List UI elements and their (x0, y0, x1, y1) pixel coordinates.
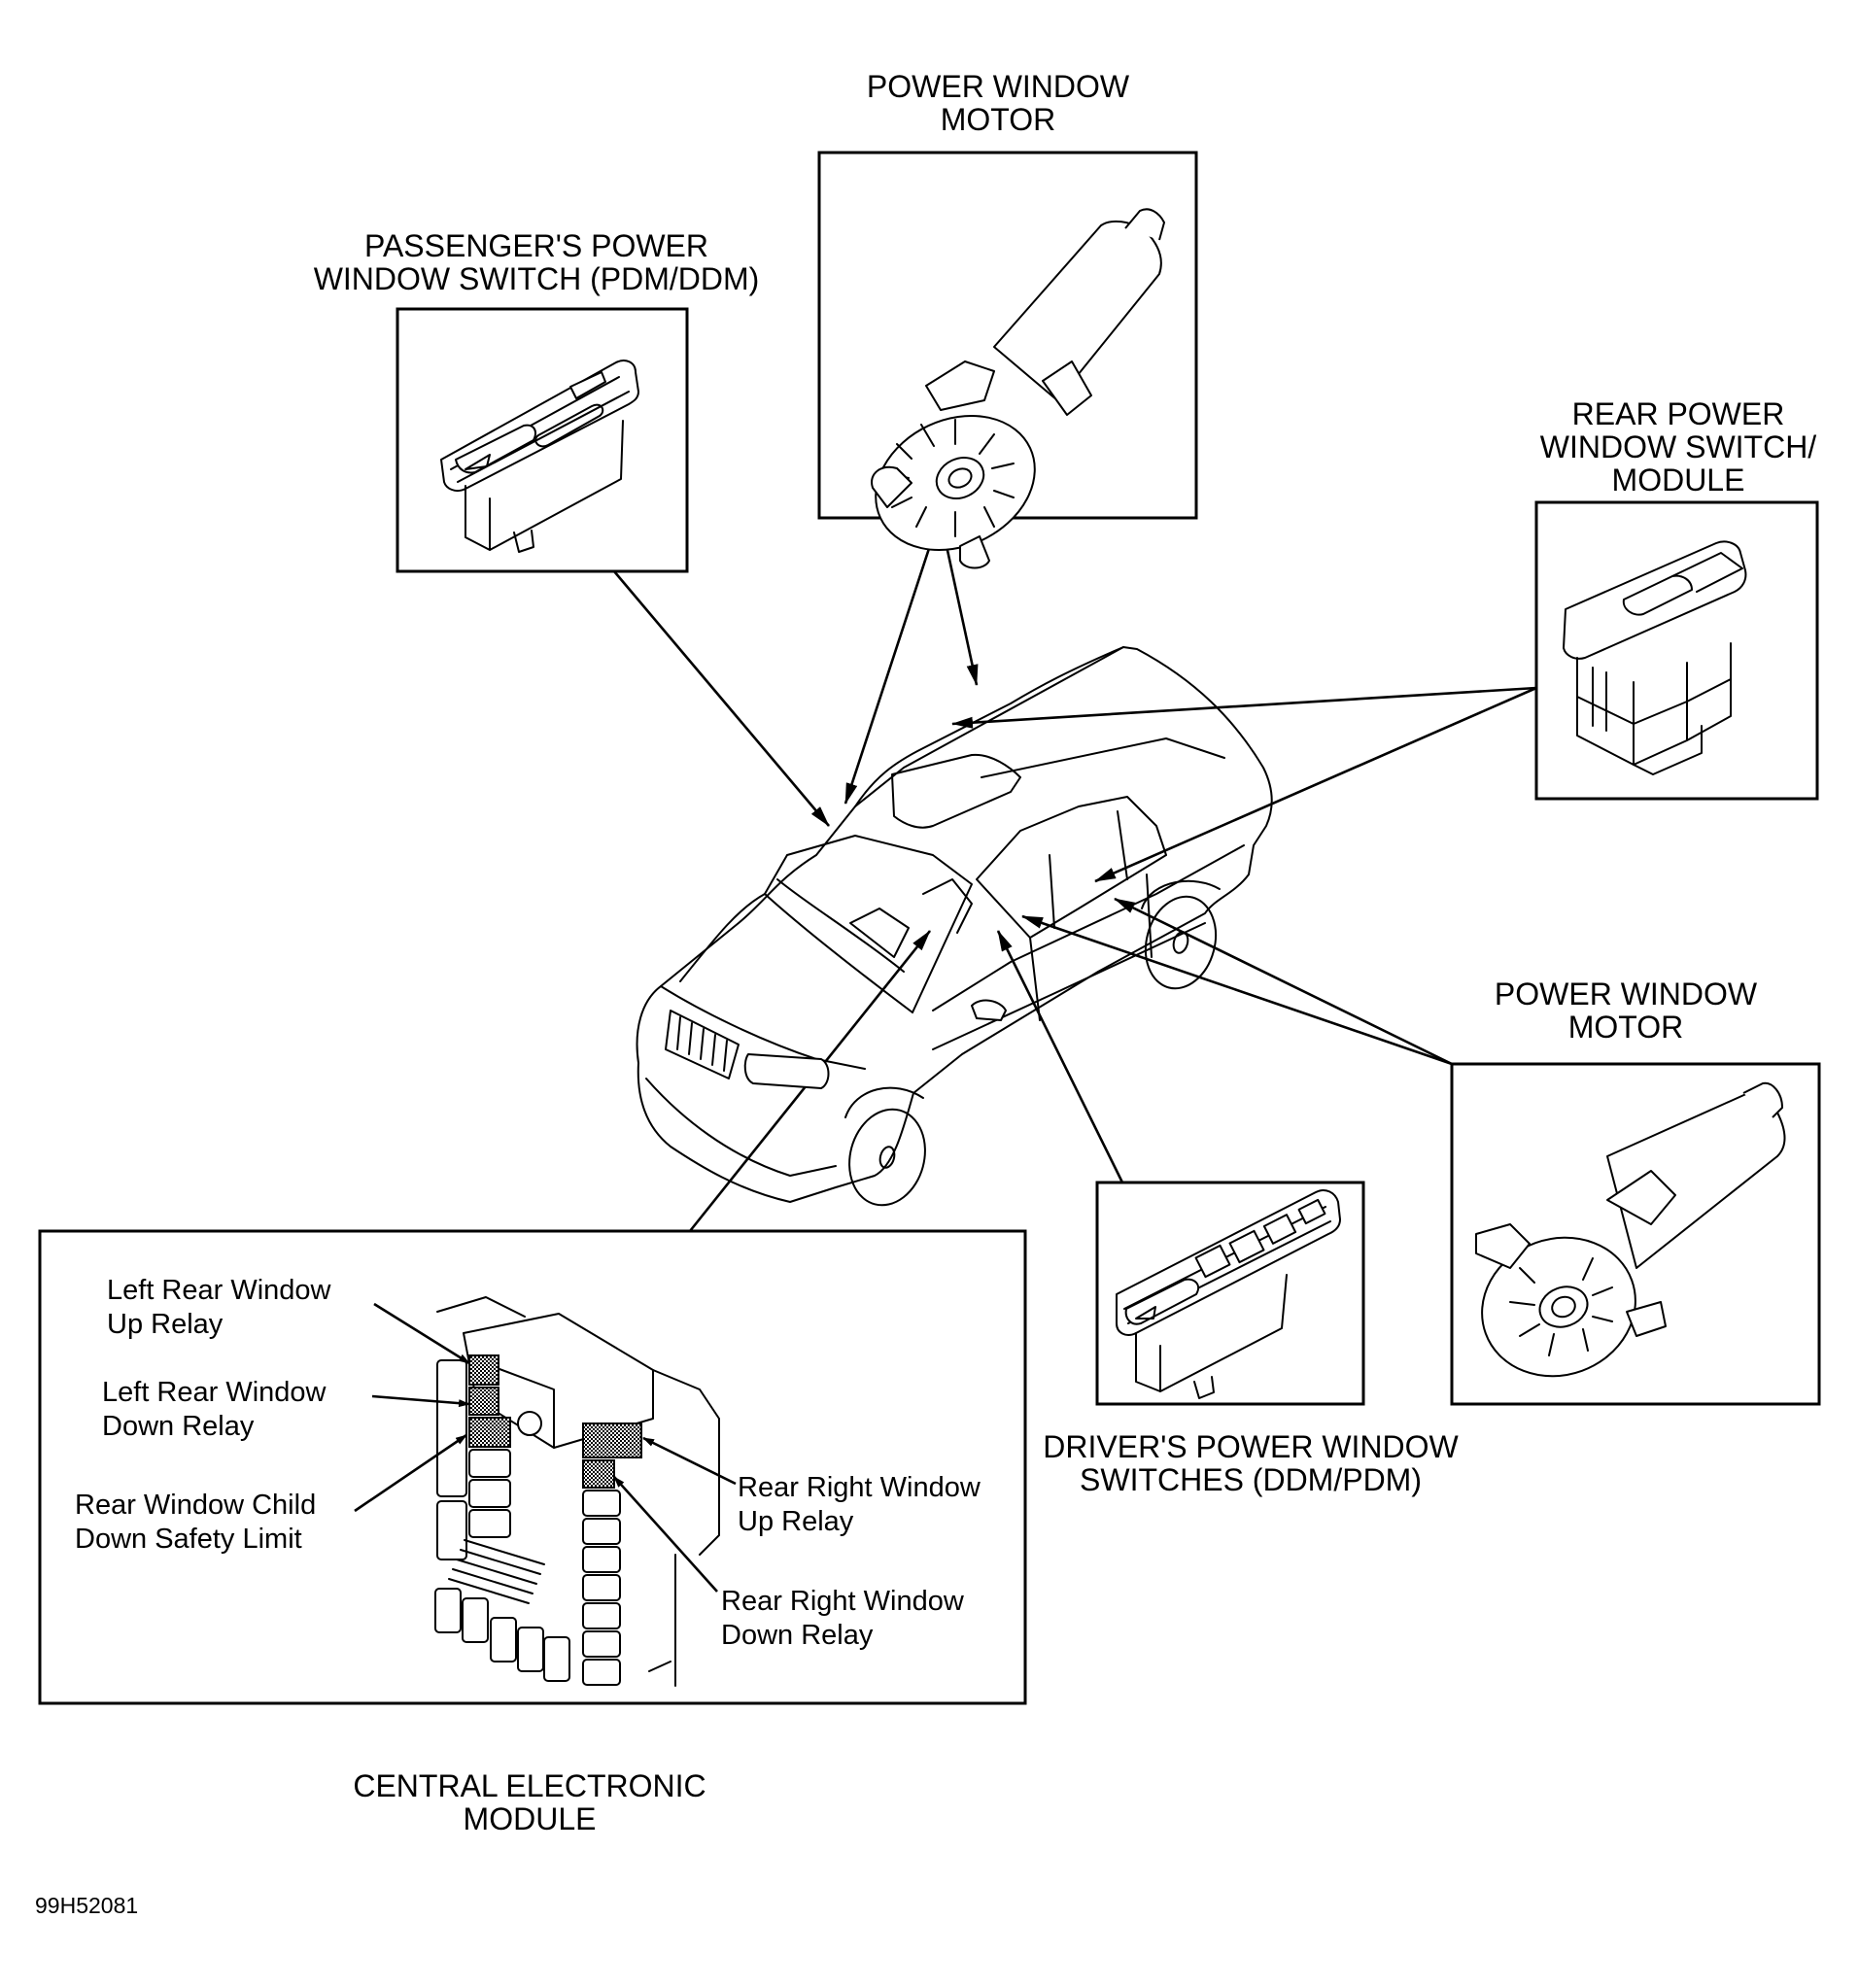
label-line: SWITCHES (DDM/PDM) (1080, 1462, 1422, 1497)
callout-line: Left Rear Window (107, 1275, 331, 1306)
cem-right-relay-column (582, 1422, 676, 1687)
callout-line: Up Relay (107, 1309, 224, 1340)
label-line: PASSENGER'S POWER (363, 228, 709, 263)
label-central-electronic-module: CENTRAL ELECTRONIC MODULE (353, 1769, 706, 1835)
label-line: MOTOR (940, 102, 1056, 137)
label-line: MOTOR (1567, 1010, 1684, 1045)
rear-motor-illustration (1475, 1081, 1786, 1378)
callout-line: Rear Window Child (75, 1490, 317, 1521)
label-line: MODULE (1611, 463, 1745, 497)
leader-rear-switch-b (1094, 686, 1537, 883)
callout-arrow-rear-right-up (642, 1436, 737, 1486)
rear-switch-box (1534, 500, 1819, 801)
callout-arrow-left-rear-down (371, 1394, 470, 1408)
callout-line: Left Rear Window (102, 1377, 327, 1408)
callout-line: Down Relay (721, 1620, 874, 1651)
label-line: DRIVER'S POWER WINDOW (1043, 1429, 1459, 1464)
label-line: WINDOW SWITCH (PDM/DDM) (313, 261, 760, 296)
passenger-switch-box (396, 307, 689, 573)
label-line: WINDOW SWITCH/ (1539, 429, 1817, 464)
label-line: MODULE (463, 1801, 597, 1836)
cem-box (38, 1229, 1027, 1705)
rear-motor-box (1450, 1062, 1821, 1406)
label-rear-power-window-motor: POWER WINDOW MOTOR (1495, 977, 1757, 1044)
label-front-power-window-motor: POWER WINDOW MOTOR (867, 70, 1129, 136)
child-limit-relay (468, 1417, 511, 1448)
rear-right-up-relay (582, 1422, 642, 1458)
left-rear-down-relay (468, 1387, 499, 1416)
leader-passenger-switch (613, 570, 830, 827)
callout-line: Down Safety Limit (75, 1524, 302, 1555)
callout-left-rear-down-relay: Left Rear Window Down Relay (102, 1376, 327, 1444)
callout-left-rear-up-relay: Left Rear Window Up Relay (107, 1274, 331, 1342)
callout-arrow-rear-right-down (613, 1476, 718, 1593)
cem-left-relay-column (434, 1354, 570, 1682)
label-line: POWER WINDOW (1494, 977, 1758, 1011)
callout-line: Down Relay (102, 1411, 255, 1442)
label-driver-switches: DRIVER'S POWER WINDOW SWITCHES (DDM/PDM) (1043, 1430, 1458, 1496)
driver-switch-box (1095, 1181, 1365, 1406)
rear-right-down-relay (582, 1459, 615, 1489)
figure-id: 99H52081 (35, 1893, 139, 1918)
cem-illustration (354, 1296, 737, 1687)
callout-child-down-safety-limit: Rear Window Child Down Safety Limit (75, 1489, 316, 1557)
leader-front-motor-a (843, 518, 941, 805)
callout-line: Rear Right Window (738, 1472, 981, 1503)
callout-rear-right-down-relay: Rear Right Window Down Relay (721, 1585, 964, 1653)
front-motor-illustration (871, 208, 1165, 569)
left-rear-up-relay (468, 1354, 499, 1386)
callout-line: Up Relay (738, 1506, 854, 1537)
leader-rear-motor-a (1114, 897, 1453, 1066)
label-line: CENTRAL ELECTRONIC (353, 1768, 706, 1803)
label-passenger-switch: PASSENGER'S POWER WINDOW SWITCH (PDM/DDM… (314, 229, 760, 295)
callout-rear-right-up-relay: Rear Right Window Up Relay (738, 1471, 981, 1539)
label-line: REAR POWER (1571, 396, 1785, 431)
callout-arrow-left-rear-up (373, 1302, 470, 1365)
callout-arrow-child-limit (354, 1433, 467, 1513)
leader-rear-switch-a (951, 686, 1537, 729)
label-rear-switch-module: REAR POWER WINDOW SWITCH/ MODULE (1540, 397, 1816, 497)
leader-lines (613, 518, 1537, 1232)
label-line: POWER WINDOW (866, 69, 1130, 104)
callout-line: Rear Right Window (721, 1586, 964, 1617)
car-illustration (636, 646, 1273, 1207)
passenger-switch-illustration (440, 360, 639, 553)
leader-rear-motor-b (1021, 914, 1453, 1066)
driver-switch-illustration (1116, 1189, 1341, 1399)
rear-switch-illustration (1563, 540, 1747, 775)
leader-driver-switch (996, 930, 1124, 1183)
